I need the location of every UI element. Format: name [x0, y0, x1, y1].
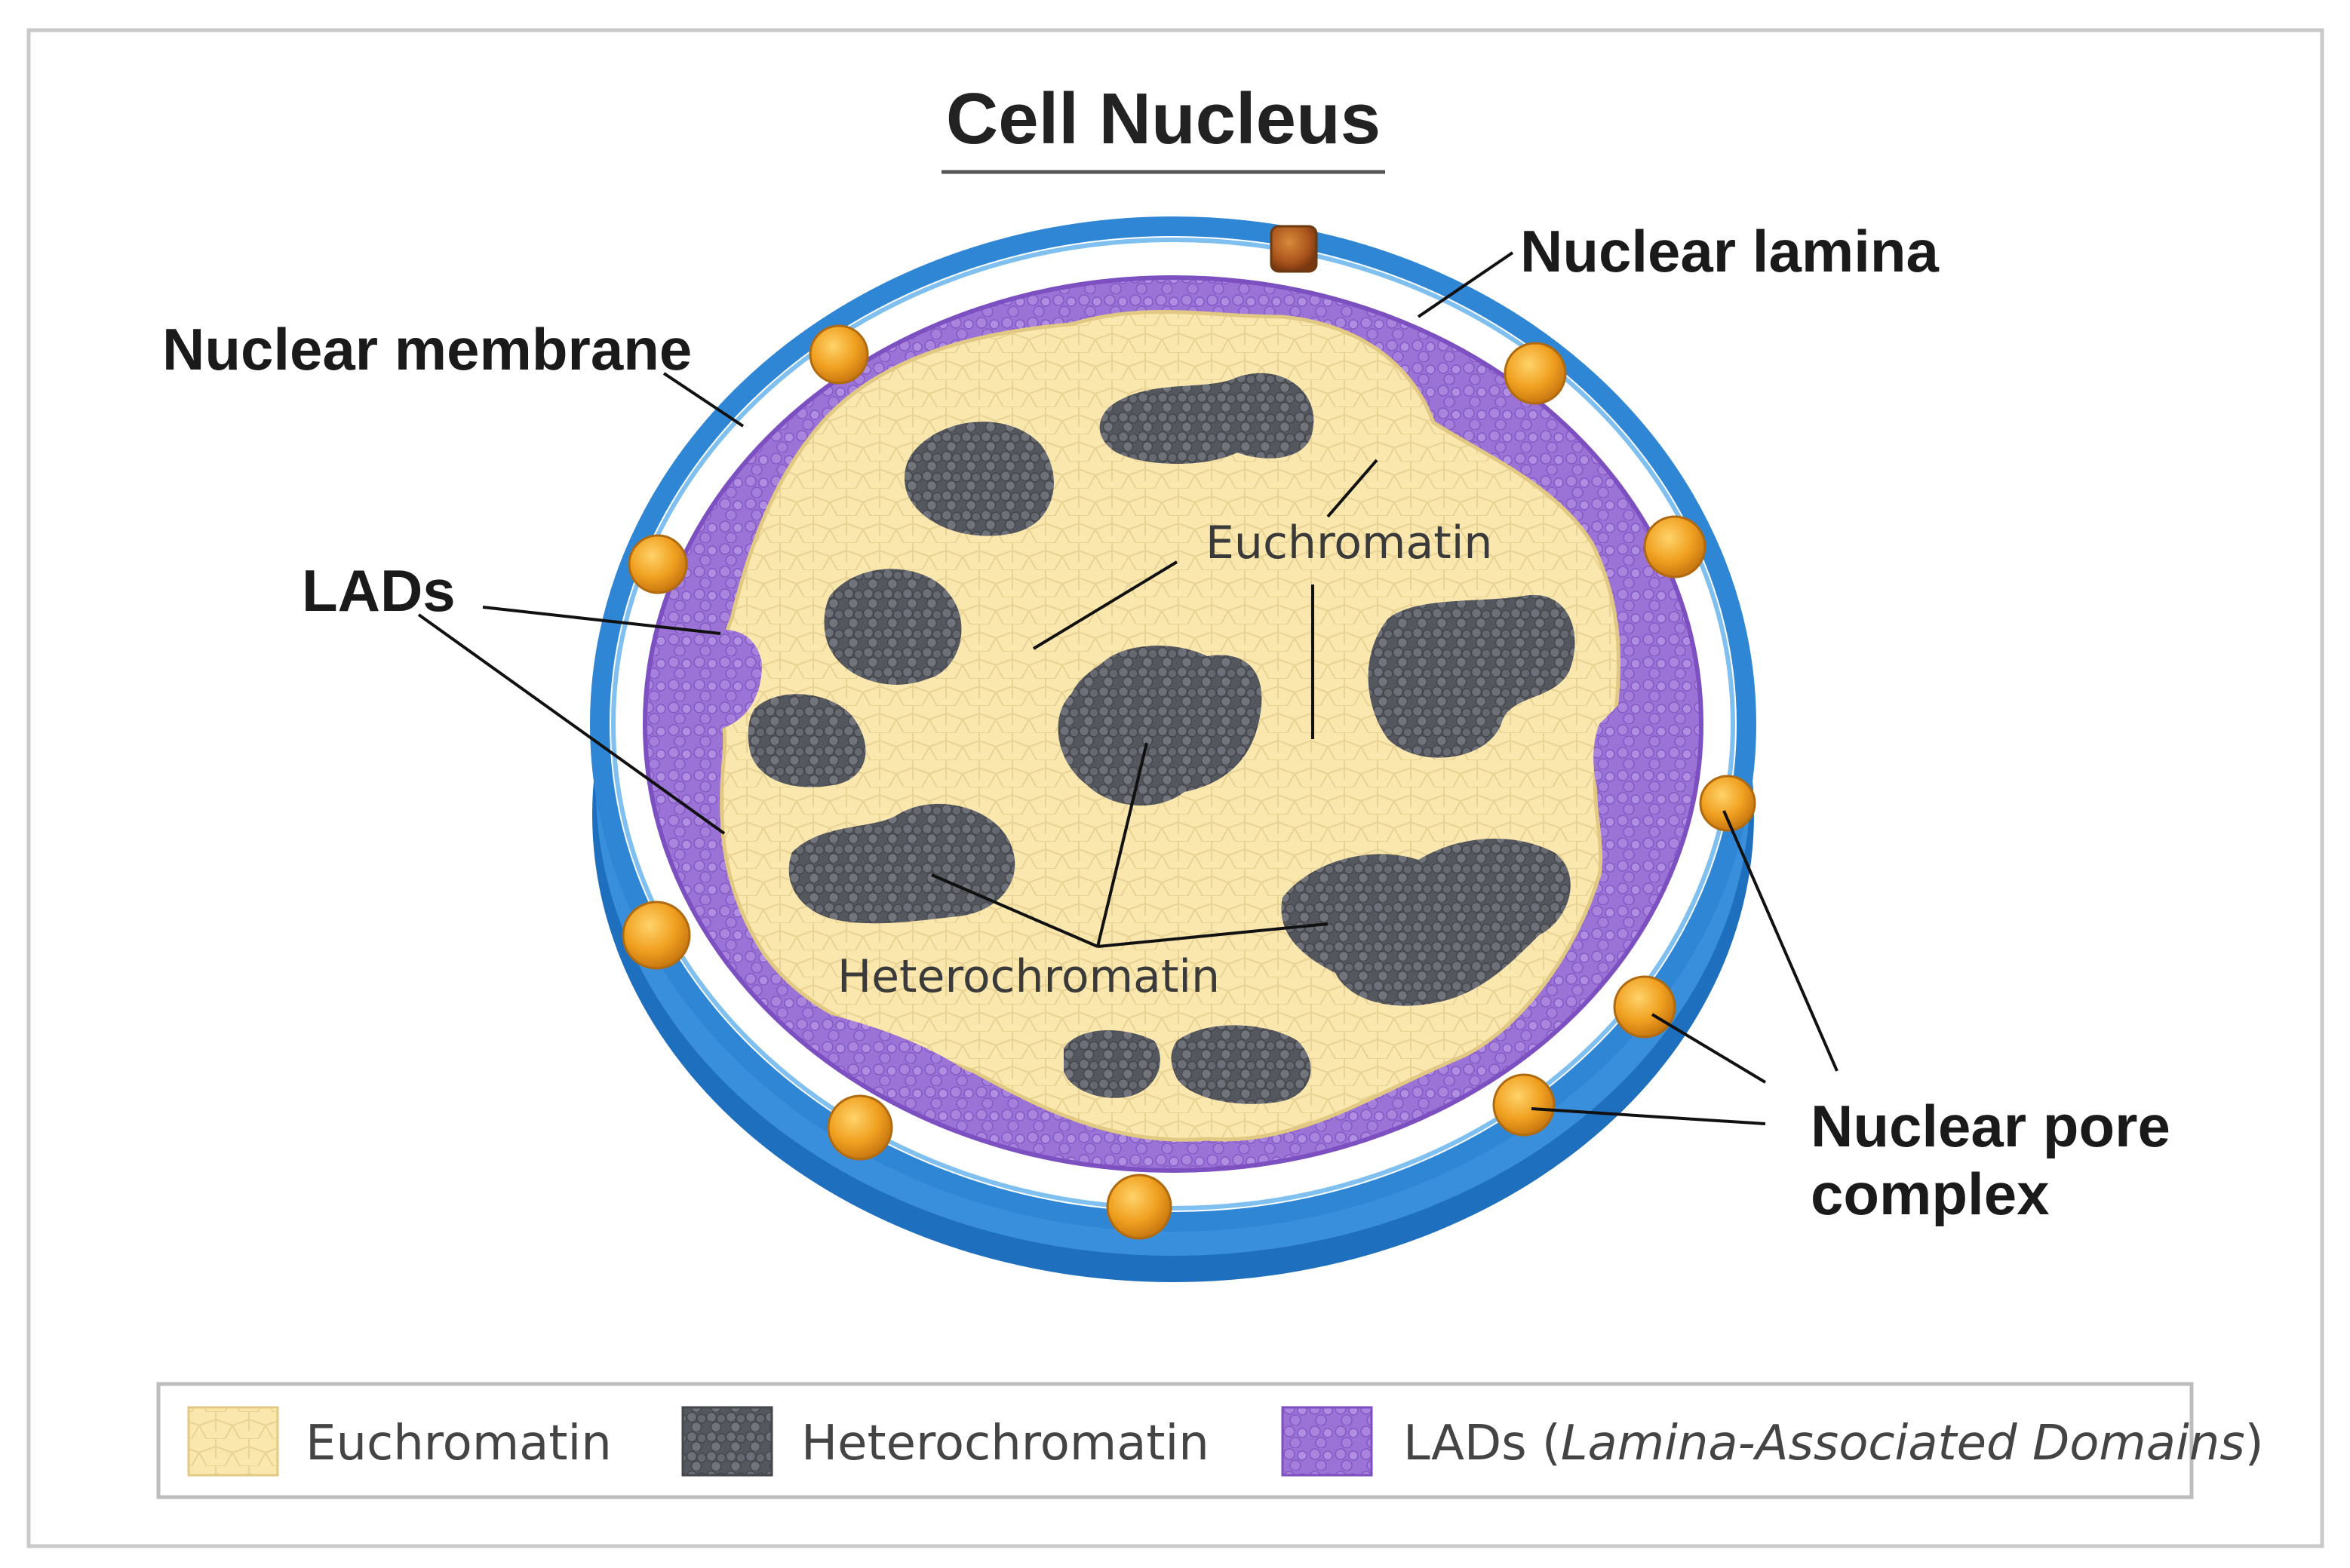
- heterochromatin-cluster: [1058, 646, 1262, 806]
- nuclear-pore-icon: [1270, 225, 1318, 273]
- legend-lads-italic: Lamina-Associated Domains: [1561, 1416, 2245, 1471]
- nuclear-pore-icon: [1699, 775, 1756, 832]
- legend-swatch-heterochromatin: [681, 1406, 773, 1477]
- legend-lads-prefix: LADs (: [1403, 1416, 1561, 1471]
- heterochromatin-cluster: [1171, 1025, 1311, 1104]
- label-euchromatin: Euchromatin: [1206, 517, 1492, 569]
- label-nuclear-pore-line2: complex: [1811, 1161, 2049, 1227]
- legend-label-euchromatin: Euchromatin: [306, 1416, 612, 1471]
- label-heterochromatin: Heterochromatin: [837, 950, 1220, 1003]
- nuclear-pore-icon: [827, 1094, 893, 1161]
- leader-lines: [417, 251, 1839, 1125]
- heterochromatin-cluster: [904, 422, 1054, 536]
- label-nuclear-pore-line1: Nuclear pore: [1811, 1093, 2170, 1159]
- legend-lads-suffix: ): [2245, 1416, 2264, 1471]
- nuclear-pore-icon: [1492, 1073, 1556, 1137]
- legend-label-lads: LADs (Lamina-Associated Domains): [1403, 1416, 2264, 1471]
- heterochromatin-cluster: [748, 694, 866, 787]
- label-nuclear-pore-complex: Nuclear pore complex: [1811, 1093, 2187, 1227]
- legend: Euchromatin Heterochromatin LADs (Lamina…: [156, 1382, 2264, 1499]
- page-title: Cell Nucleus: [946, 78, 1381, 159]
- legend-swatch-euchromatin: [187, 1406, 279, 1477]
- lad-bulge: [815, 1011, 1003, 1106]
- heterochromatin-cluster: [1281, 838, 1571, 1006]
- heterochromatin-cluster: [1368, 594, 1575, 758]
- nuclear-pore-icon: [1106, 1174, 1172, 1240]
- legend-label-heterochromatin: Heterochromatin: [801, 1416, 1209, 1471]
- heterochromatin-cluster: [1064, 1030, 1160, 1098]
- legend-box: [156, 1382, 2194, 1499]
- heterochromatin-cluster: [824, 569, 962, 685]
- lad-bulge: [1593, 701, 1649, 837]
- heterochromatin-cluster: [1099, 373, 1314, 464]
- nuclear-pore-icon: [1613, 975, 1676, 1039]
- nuclear-pores: [622, 225, 1756, 1240]
- nuclear-pore-icon: [1504, 342, 1567, 405]
- legend-swatch-lads: [1281, 1406, 1373, 1477]
- nuclear-pore-icon: [1643, 515, 1706, 578]
- heterochromatin-cluster: [788, 803, 1015, 924]
- label-lads: LADs: [302, 557, 456, 624]
- nuclear-pore-icon: [622, 901, 691, 970]
- nuclear-pore-icon: [628, 534, 688, 594]
- nuclear-pore-icon: [809, 324, 869, 385]
- label-nuclear-lamina: Nuclear lamina: [1520, 218, 1940, 284]
- label-nuclear-membrane: Nuclear membrane: [162, 316, 692, 382]
- heterochromatin-clusters: [748, 373, 1575, 1104]
- lad-bulge: [664, 630, 762, 733]
